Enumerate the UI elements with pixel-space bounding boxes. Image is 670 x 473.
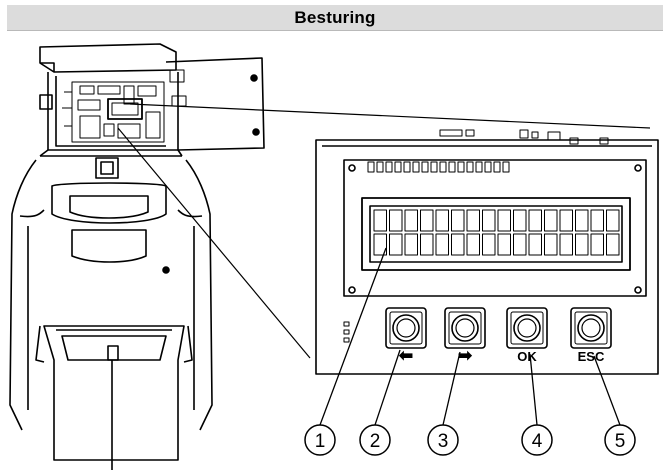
lcd-cell — [482, 209, 496, 232]
callout-1: 1 — [304, 247, 387, 456]
lcd-cell — [528, 209, 542, 232]
lcd-cell — [451, 209, 465, 232]
lcd-cell — [606, 209, 620, 232]
button-symbol-4: ESC — [578, 349, 605, 364]
button-symbol-2: ➡ — [458, 346, 473, 365]
lcd-cell — [590, 233, 604, 256]
callout-number: 3 — [438, 431, 449, 452]
lcd-cell — [513, 209, 527, 232]
callout-number: 2 — [370, 431, 381, 452]
lcd-cell — [497, 233, 511, 256]
lcd-cell — [373, 233, 387, 256]
lcd-cell — [435, 233, 449, 256]
control-panel-enlarged — [315, 129, 659, 375]
lcd-cell — [544, 233, 558, 256]
panel-button-3[interactable]: OK — [506, 307, 548, 364]
device-housing — [9, 43, 265, 470]
callout-4: 4 — [521, 353, 553, 456]
callout-number: 4 — [532, 431, 543, 452]
lcd-cell — [435, 209, 449, 232]
panel-button-4[interactable]: ESC — [570, 307, 612, 364]
lcd-cell — [544, 209, 558, 232]
lcd-cell — [451, 233, 465, 256]
lcd-cell — [420, 209, 434, 232]
lcd-cell — [389, 233, 403, 256]
zoom-lines — [117, 103, 651, 359]
lcd-cell — [559, 209, 573, 232]
lcd-cell — [404, 209, 418, 232]
lcd-cell — [389, 209, 403, 232]
lcd-cell — [466, 233, 480, 256]
lcd-cell — [420, 233, 434, 256]
lcd-cell — [513, 233, 527, 256]
callout-number: 1 — [315, 431, 326, 452]
title-bar: Besturing — [7, 5, 663, 31]
page-title: Besturing — [294, 7, 376, 27]
lcd-character-grid — [373, 209, 620, 256]
lcd-cell — [575, 233, 589, 256]
controller-board — [62, 81, 165, 143]
panel-button-2[interactable]: ➡ — [444, 307, 486, 365]
button-symbol-1: ⬅ — [398, 346, 413, 365]
lcd-cell — [590, 209, 604, 232]
callout-number: 5 — [615, 431, 626, 452]
button-symbol-3: OK — [517, 349, 537, 364]
lcd-cell — [606, 233, 620, 256]
lcd-cell — [575, 209, 589, 232]
lcd-cell — [497, 209, 511, 232]
lcd-cell — [466, 209, 480, 232]
lcd-cell — [528, 233, 542, 256]
lcd-cell — [559, 233, 573, 256]
panel-button-1[interactable]: ⬅ — [385, 307, 427, 365]
callout-3: 3 — [427, 351, 461, 456]
lcd-cell — [404, 233, 418, 256]
lcd-cell — [482, 233, 496, 256]
callout-5: 5 — [593, 355, 636, 456]
lcd-cell — [373, 209, 387, 232]
callout-2: 2 — [359, 349, 401, 456]
